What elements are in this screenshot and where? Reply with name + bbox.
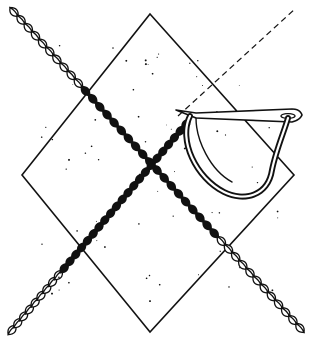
chain-stitch-line-bottom-left-to-top-right bbox=[5, 117, 192, 337]
speckle bbox=[125, 60, 127, 62]
speckle bbox=[66, 168, 67, 169]
speckle bbox=[166, 125, 167, 126]
speckle bbox=[157, 191, 158, 192]
speckle bbox=[202, 85, 203, 86]
speckle bbox=[138, 223, 140, 225]
speckle bbox=[239, 85, 240, 86]
speckle bbox=[145, 59, 147, 61]
speckle bbox=[157, 57, 158, 58]
speckle bbox=[41, 244, 42, 245]
speckle bbox=[212, 212, 213, 213]
speckle bbox=[158, 158, 160, 160]
speckle bbox=[146, 277, 148, 279]
speckle bbox=[85, 152, 86, 153]
speckle bbox=[59, 45, 60, 46]
speckle bbox=[239, 267, 240, 268]
speckle bbox=[271, 289, 273, 291]
speckle bbox=[149, 300, 151, 302]
speckle bbox=[228, 286, 229, 287]
speckle bbox=[149, 275, 151, 277]
speckle bbox=[171, 129, 172, 130]
speckle bbox=[133, 89, 135, 91]
speckle bbox=[51, 293, 53, 295]
speckle bbox=[196, 76, 197, 77]
speckle bbox=[45, 127, 46, 128]
speckle bbox=[225, 134, 226, 135]
speckle bbox=[198, 274, 199, 275]
speckle bbox=[104, 246, 106, 248]
speckle bbox=[277, 211, 279, 213]
speckle bbox=[72, 84, 73, 85]
speckle bbox=[148, 158, 149, 159]
speckle bbox=[112, 47, 114, 49]
guide-dashed-line bbox=[178, 8, 296, 116]
speckle bbox=[52, 139, 53, 140]
speckle bbox=[269, 127, 270, 128]
speckle bbox=[91, 145, 93, 147]
speckle bbox=[59, 290, 60, 291]
speckle bbox=[189, 63, 190, 64]
speckle bbox=[216, 130, 218, 132]
speckle bbox=[96, 240, 97, 241]
speckle bbox=[41, 136, 43, 138]
speckle bbox=[173, 215, 174, 216]
speckle bbox=[145, 141, 146, 142]
speckle bbox=[59, 58, 60, 59]
speckle bbox=[145, 63, 147, 65]
speckle bbox=[219, 212, 220, 213]
speckle bbox=[174, 171, 175, 172]
speckle bbox=[152, 73, 154, 75]
speckle bbox=[96, 221, 97, 222]
speckle bbox=[277, 217, 278, 218]
speckle bbox=[98, 159, 99, 160]
speckle bbox=[252, 167, 253, 168]
speckle bbox=[139, 174, 141, 176]
speckle bbox=[158, 54, 159, 55]
speckle bbox=[148, 64, 149, 65]
speckle bbox=[58, 277, 60, 279]
speckle bbox=[94, 119, 96, 121]
speckle bbox=[138, 116, 140, 118]
speckle bbox=[76, 230, 78, 232]
speckle bbox=[197, 60, 198, 61]
stitch-mark bbox=[293, 321, 306, 335]
speckle bbox=[257, 182, 258, 183]
needle-icon bbox=[176, 109, 302, 122]
thread-loop bbox=[186, 116, 288, 197]
speckle bbox=[68, 282, 70, 284]
speckle bbox=[68, 159, 70, 161]
speckle bbox=[220, 251, 221, 252]
speckle bbox=[159, 284, 161, 286]
